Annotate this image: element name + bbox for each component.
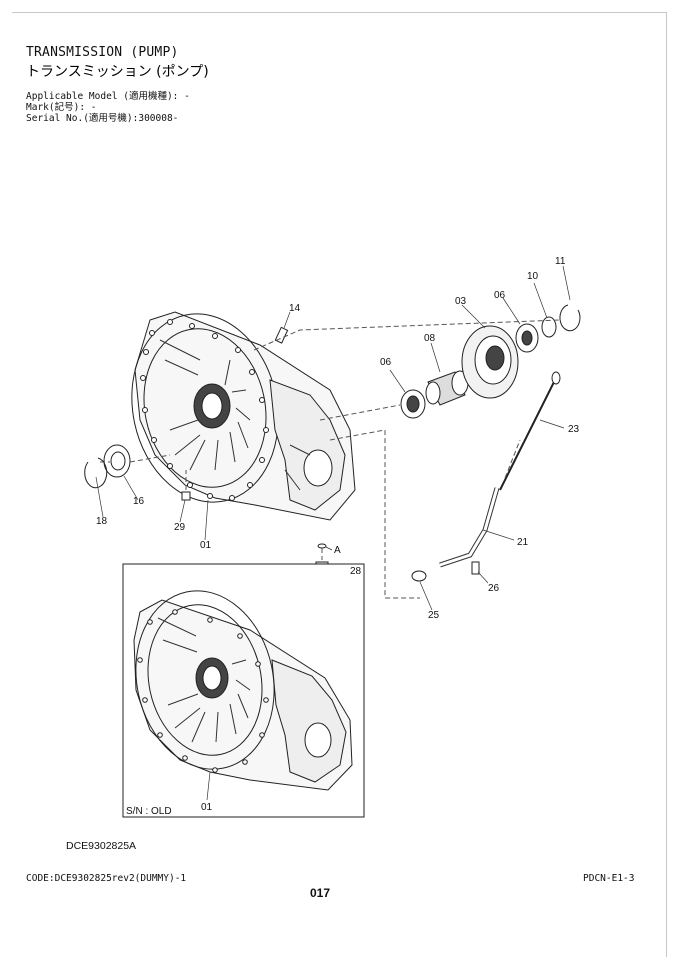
title-japanese: トランスミッション (ポンプ) <box>26 64 209 80</box>
tube-21 <box>439 487 500 568</box>
callout-03: 03 <box>455 296 467 307</box>
pin-14 <box>274 326 289 344</box>
bolt-26 <box>471 561 480 575</box>
seal-16 <box>103 444 131 478</box>
footer-code: CODE:DCE9302825rev2(DUMMY)-1 <box>26 873 187 884</box>
callout-28: 28 <box>350 566 362 577</box>
callout-a: A <box>334 545 341 556</box>
callout-23: 23 <box>568 424 580 435</box>
drawing-code: DCE9302825A <box>66 840 137 852</box>
dipstick-23 <box>499 371 561 491</box>
callout-21: 21 <box>517 537 529 548</box>
callout-06-right: 06 <box>494 290 506 301</box>
bearing-06-right <box>515 323 539 353</box>
callout-06-left: 06 <box>380 357 392 368</box>
page-number: 017 <box>310 886 331 900</box>
gear-03 <box>461 325 519 399</box>
title-english: TRANSMISSION (PUMP) <box>26 45 179 60</box>
callout-18: 18 <box>96 516 108 527</box>
assembly-lines <box>100 319 561 599</box>
callout-26: 26 <box>488 583 500 594</box>
plug-29 <box>181 491 191 501</box>
applicable-model: Applicable Model (適用機種): - <box>26 91 190 102</box>
callout-01-old: 01 <box>201 802 213 813</box>
ring-10 <box>541 316 557 338</box>
callout-01-main: 01 <box>200 540 212 551</box>
bearing-06-left <box>400 389 426 419</box>
callout-10: 10 <box>527 271 539 282</box>
housing-main <box>131 311 356 521</box>
callout-25: 25 <box>428 610 440 621</box>
housing-old <box>133 590 353 791</box>
callout-11: 11 <box>555 256 566 267</box>
callout-14: 14 <box>289 303 301 314</box>
callout-08: 08 <box>424 333 436 344</box>
gasket-25 <box>411 570 427 582</box>
leader-lines <box>95 265 571 611</box>
mark: Mark(記号): - <box>26 102 97 113</box>
section-code: PDCN-E1-3 <box>583 873 635 884</box>
shaft-08 <box>425 370 469 406</box>
callout-16: 16 <box>133 496 145 507</box>
snap-ring-11 <box>559 304 581 332</box>
callout-29: 29 <box>174 522 186 533</box>
inset-label: S/N : OLD <box>126 806 172 817</box>
serial-number: Serial No.(適用号機):300008- <box>26 113 179 124</box>
snap-ring-18 <box>84 457 108 489</box>
